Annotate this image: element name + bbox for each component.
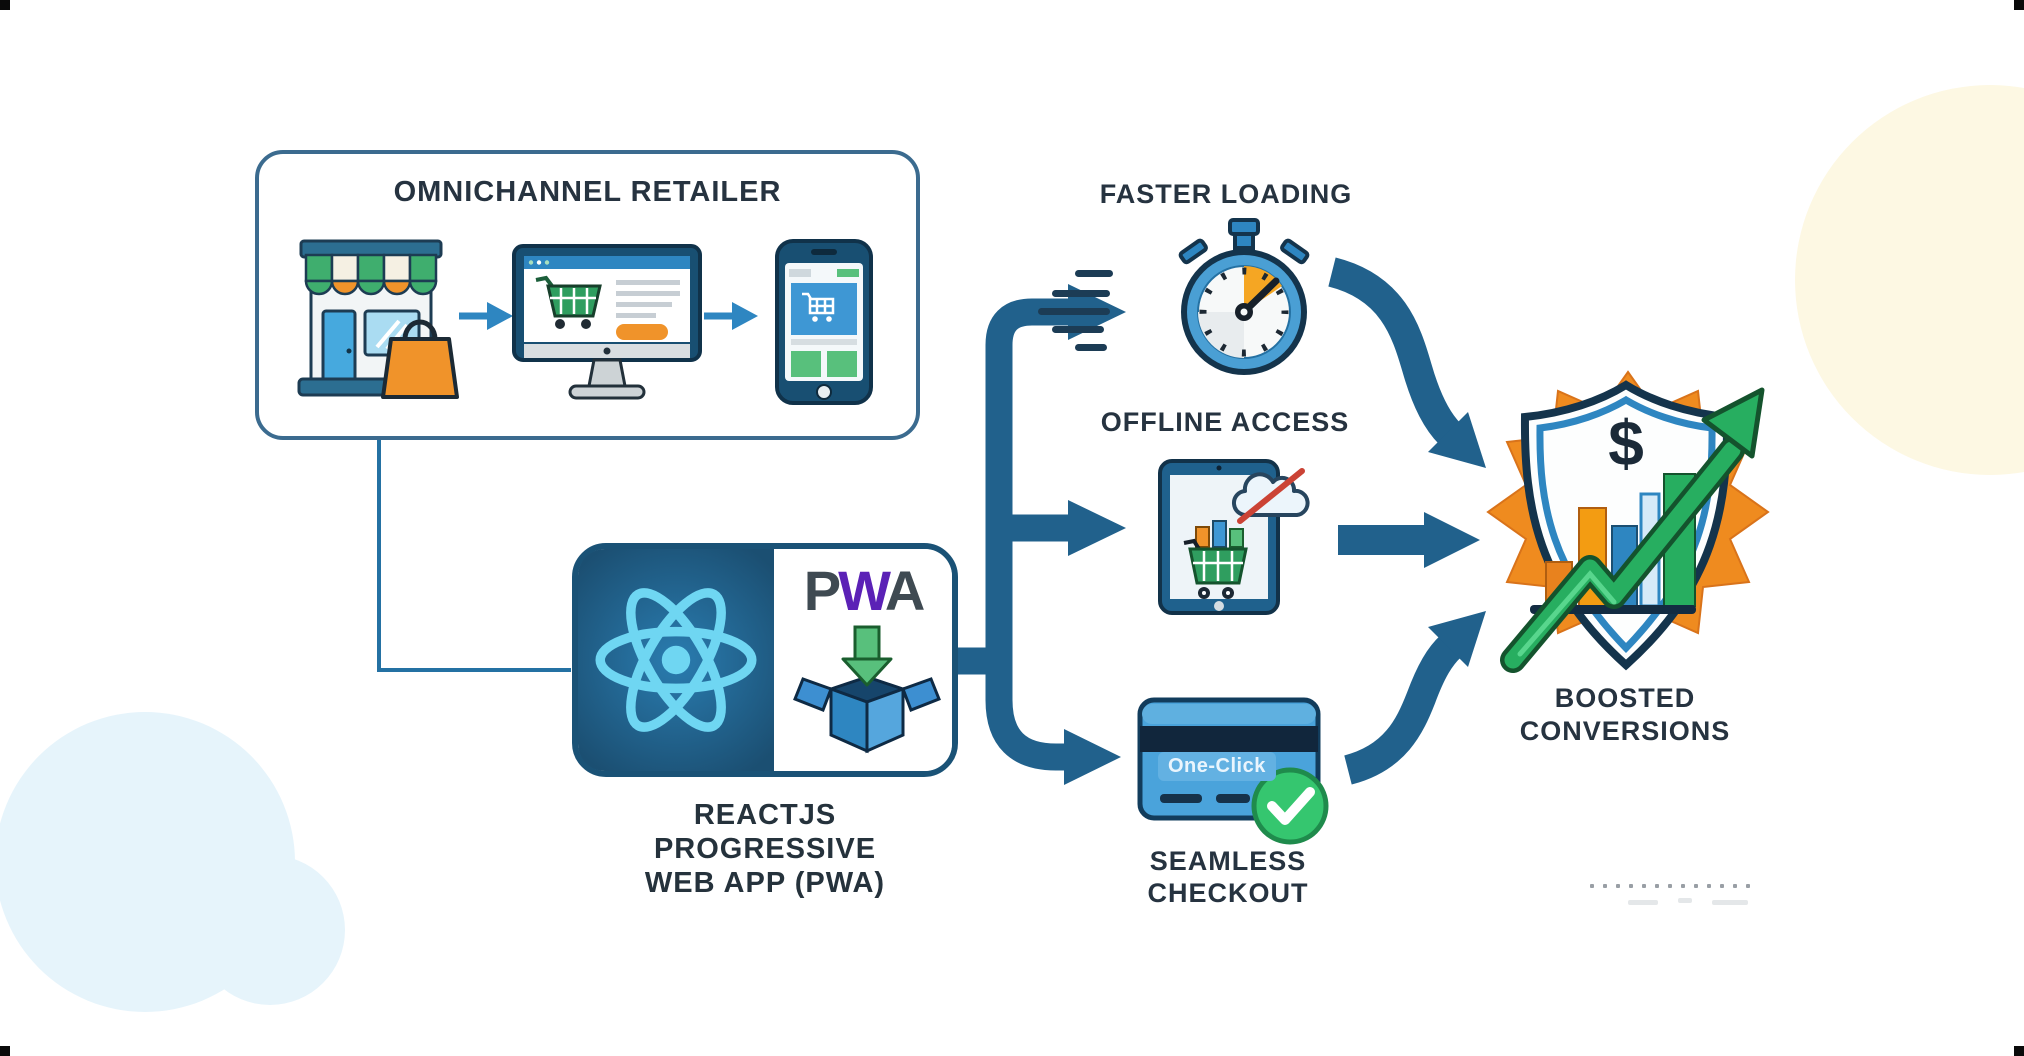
branch-trunk xyxy=(955,298,1071,771)
boosted-conversions-label: BOOSTED CONVERSIONS xyxy=(1519,683,1731,746)
faster-loading-label: FASTER LOADING xyxy=(1099,179,1353,209)
desktop-monitor-icon xyxy=(512,244,702,400)
smudge-mark xyxy=(1628,900,1658,905)
dot xyxy=(1694,884,1698,888)
offline-access-label: OFFLINE ACCESS xyxy=(1100,407,1350,437)
corner-mark xyxy=(0,1046,10,1056)
dot xyxy=(1642,884,1646,888)
seamless-checkout-label: SEAMLESS CHECKOUT xyxy=(1147,846,1309,908)
dot xyxy=(1616,884,1620,888)
dot xyxy=(1603,884,1607,888)
corner-mark xyxy=(2014,0,2024,10)
omnichannel-title: OMNICHANNEL RETAILER xyxy=(393,176,782,208)
dot xyxy=(1707,884,1711,888)
dot xyxy=(1720,884,1724,888)
arrow-right-icon xyxy=(704,302,758,330)
cart-icon xyxy=(535,275,602,329)
react-pwa-caption: REACTJS PROGRESSIVE WEB APP (PWA) xyxy=(644,799,886,899)
dots-row xyxy=(1590,884,1759,888)
cloud-offline-icon xyxy=(1232,468,1310,524)
check-icon xyxy=(1251,767,1329,845)
stopwatch-icon xyxy=(1038,218,1310,375)
arrow-right-icon xyxy=(459,302,513,330)
dot xyxy=(1590,884,1594,888)
arrow-faster-to-badge xyxy=(1327,257,1461,445)
shield-growth-badge-icon xyxy=(1486,370,1770,673)
dollar-sign: $ xyxy=(1608,407,1644,479)
outcome-arrowheads xyxy=(1424,412,1486,667)
dot xyxy=(1681,884,1685,888)
cart-icon xyxy=(1183,520,1248,599)
shopping-bag-icon xyxy=(381,337,459,399)
pwa-install-box-icon xyxy=(793,625,941,754)
storefront-icon xyxy=(297,239,459,399)
dot xyxy=(1655,884,1659,888)
smudge-mark xyxy=(1678,898,1692,903)
growth-arrow xyxy=(1500,387,1765,673)
dot xyxy=(1733,884,1737,888)
pwa-panel: PWA xyxy=(774,549,952,771)
dot xyxy=(1629,884,1633,888)
react-pwa-box: PWA xyxy=(572,543,958,777)
dot xyxy=(1746,884,1750,888)
omnichannel-retailer-box: OMNICHANNEL RETAILER xyxy=(255,150,920,440)
outcome-arrows xyxy=(1327,257,1462,785)
corner-mark xyxy=(2014,1046,2024,1056)
pwa-logo-text: PWA xyxy=(803,559,926,622)
offline-tablet-icon xyxy=(1158,459,1310,615)
one-click-chip: One-Click xyxy=(1158,752,1276,781)
bg-circle-blue-small xyxy=(195,855,345,1005)
cart-icon xyxy=(802,292,835,315)
arrow-checkout-to-badge xyxy=(1343,634,1462,785)
dot xyxy=(1668,884,1672,888)
shield-inner-ring xyxy=(1536,395,1716,654)
react-panel xyxy=(578,549,774,771)
speed-lines xyxy=(1038,270,1113,351)
connector-line xyxy=(377,440,571,672)
smartphone-icon xyxy=(775,239,873,405)
smudge-mark xyxy=(1712,900,1748,905)
react-logo-icon xyxy=(595,588,757,732)
corner-mark xyxy=(0,0,10,10)
